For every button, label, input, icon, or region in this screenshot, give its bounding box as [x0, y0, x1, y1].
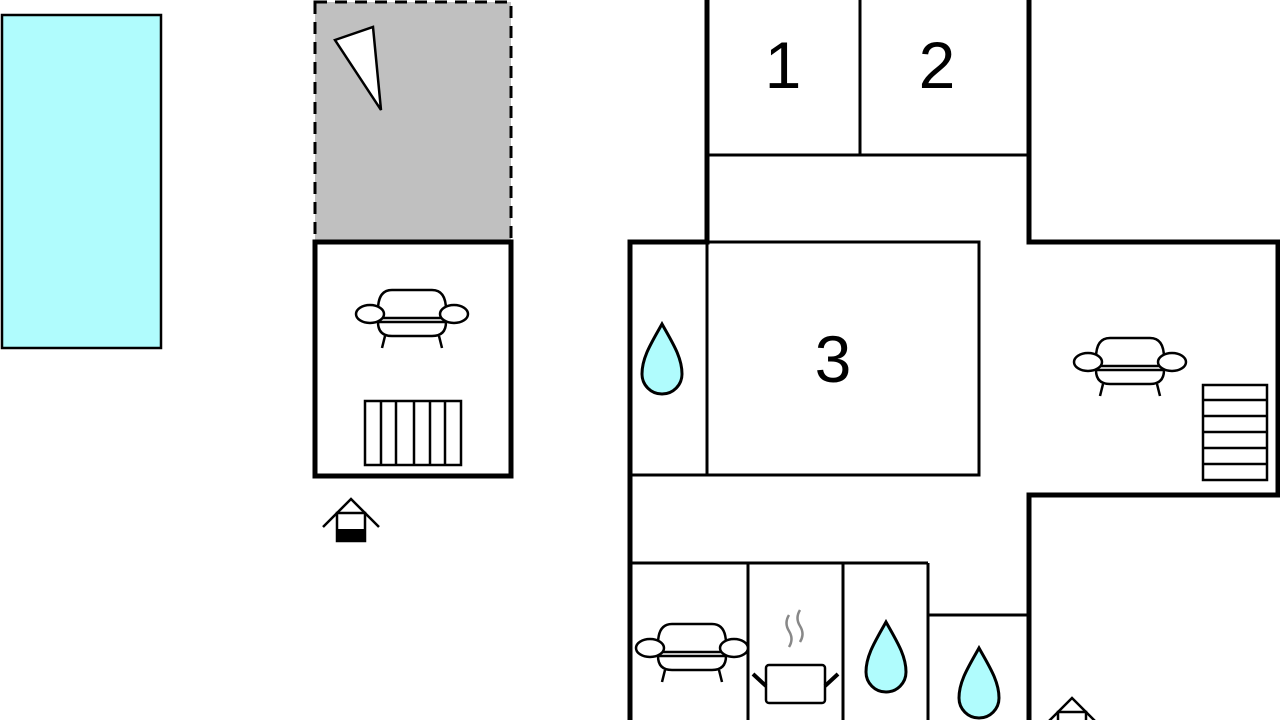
- room-label-1: 1: [765, 28, 802, 102]
- water-drop-icon: [864, 620, 908, 694]
- room-label-2: 2: [919, 28, 956, 102]
- sofa-icon: [354, 288, 470, 350]
- entrance-icon: [321, 497, 381, 543]
- room-label-3: 3: [815, 322, 852, 396]
- main-building-walls: [627, 0, 1280, 720]
- compass-north-icon: [333, 25, 383, 111]
- kitchen-pot-icon: [751, 609, 840, 705]
- bedroom-1: 1: [707, 28, 1029, 157]
- sofa-icon: [634, 622, 750, 684]
- bedroom-3: 3: [705, 240, 981, 477]
- water-drop-icon: [640, 322, 684, 396]
- swimming-pool: [0, 13, 163, 350]
- sofa-icon: [1072, 336, 1188, 398]
- stairs-icon: [1201, 383, 1269, 482]
- entrance-icon: [1042, 696, 1102, 720]
- annex-living-room: [312, 239, 514, 479]
- bottom-rooms-walls: [630, 561, 1029, 720]
- water-drop-icon: [957, 646, 1001, 720]
- bedroom-2: 2: [858, 0, 956, 155]
- stairs-icon: [363, 399, 463, 467]
